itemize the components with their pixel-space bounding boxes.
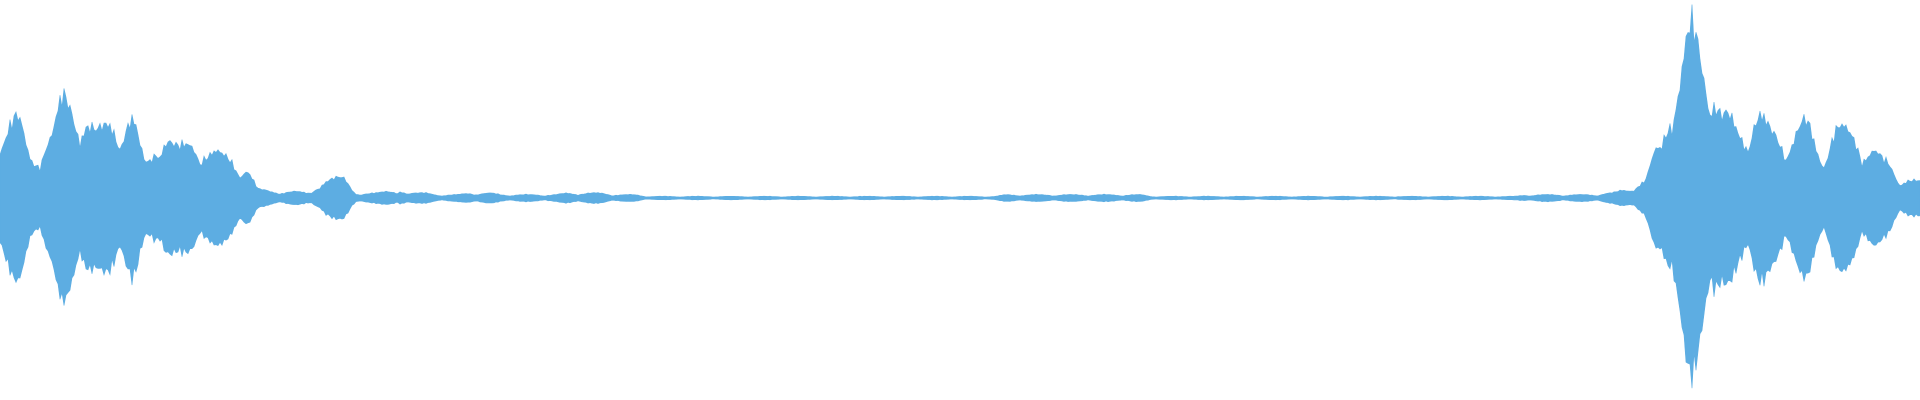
waveform-path [0,4,1920,389]
waveform-shape-group [0,4,1920,389]
